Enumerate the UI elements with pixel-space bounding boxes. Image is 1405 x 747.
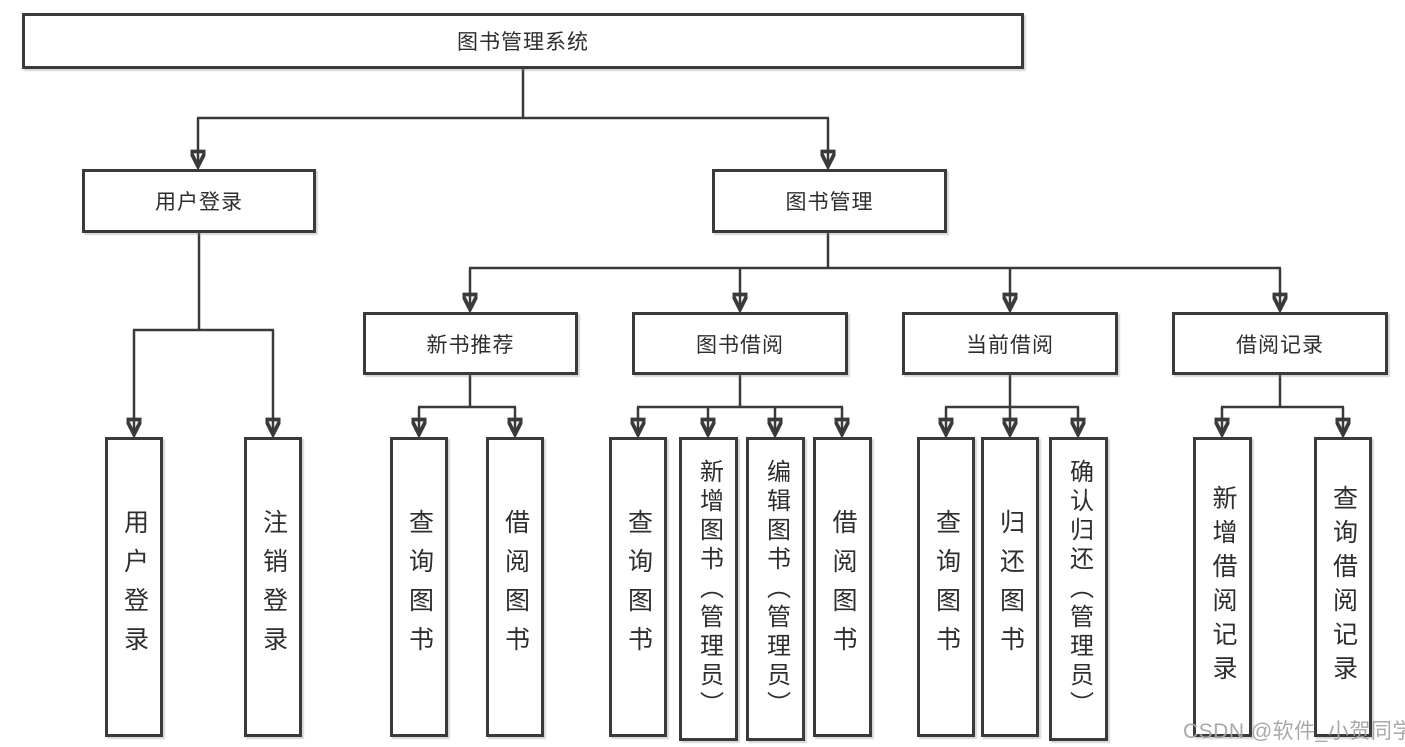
node-book-management-label: 图书管理 [785, 191, 874, 214]
node-current-borrow-label: 当前借阅 [966, 333, 1054, 357]
leaf-query-books-2: 查询图书 [609, 437, 667, 737]
node-user-login: 用户登录 [82, 169, 316, 233]
node-borrow-records: 借阅记录 [1172, 312, 1388, 375]
node-current-borrow: 当前借阅 [902, 312, 1118, 375]
leaf-confirm-return-admin: 确认归还（管理员） [1049, 437, 1108, 741]
node-book-management: 图书管理 [712, 169, 947, 233]
csdn-watermark: CSDN @软件_小贺同学 [1183, 720, 1405, 743]
node-book-borrow-label: 图书借阅 [696, 333, 784, 357]
leaf-edit-books-admin: 编辑图书（管理员） [746, 437, 805, 741]
leaf-borrow-books-1: 借阅图书 [486, 437, 544, 737]
leaf-return-books: 归还图书 [981, 437, 1039, 737]
node-root-label: 图书管理系统 [457, 31, 589, 54]
leaf-logout: 注销登录 [244, 437, 302, 737]
node-user-login-label: 用户登录 [155, 191, 243, 214]
leaf-query-books-3: 查询图书 [917, 437, 975, 737]
node-new-book-recommend-label: 新书推荐 [426, 333, 515, 357]
node-book-borrow: 图书借阅 [632, 312, 848, 375]
node-borrow-records-label: 借阅记录 [1236, 333, 1324, 357]
node-root-system: 图书管理系统 [22, 13, 1024, 69]
leaf-user-login: 用户登录 [105, 437, 163, 737]
leaf-query-books-1: 查询图书 [390, 437, 448, 737]
node-new-book-recommend: 新书推荐 [363, 312, 578, 375]
leaf-borrow-books-2: 借阅图书 [813, 437, 872, 737]
leaf-add-borrow-record: 新增借阅记录 [1193, 437, 1252, 737]
leaf-query-borrow-record: 查询借阅记录 [1314, 437, 1372, 737]
leaf-add-books-admin: 新增图书（管理员） [679, 437, 738, 741]
